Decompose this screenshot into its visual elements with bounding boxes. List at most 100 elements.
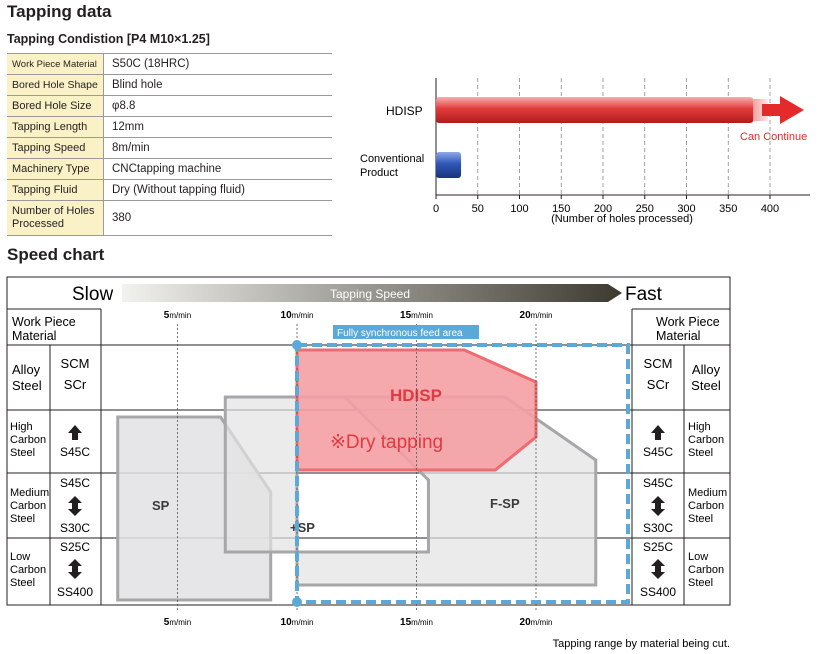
condition-value: CNCtapping machine [103,158,332,180]
fast-label: Fast [625,284,663,305]
tick-label: 200 [594,203,612,215]
region-plus-sp [223,395,299,554]
speed-tick-label: 5m/min [164,617,191,628]
row-group-low-right: Low [688,551,708,563]
arrow-up-icon [68,425,82,440]
row-group-low: Low [10,551,30,563]
region-label-f-sp: F-SP [490,496,520,511]
bar-hdisp [436,97,754,123]
category-label-conventional-line2: Product [360,167,398,179]
tick-number: 10 [281,617,293,628]
condition-label: Tapping Speed [7,137,104,159]
footnote: Tapping range by material being cut. [553,638,730,650]
category-label-conventional: Conventional [360,153,424,165]
condition-label: Bored Hole Shape [7,74,104,96]
condition-value: 380 [103,200,332,236]
tick-number: 20 [520,310,532,321]
tick-unit: m/min [411,311,433,320]
row-grade-right: S30C [643,521,673,535]
row-group-high: High [10,421,33,433]
work-piece-header-right-2: Material [656,329,700,343]
tick-label: 250 [636,203,654,215]
speed-tick-label: 15m/min [400,617,433,628]
tapping-speed-label: Tapping Speed [330,287,410,301]
region-label-plus-sp: +SP [290,520,315,535]
region-label-sp: SP [152,498,170,513]
speed-tick-label: 20m/min [520,617,553,628]
condition-title: Tapping Condistion [P4 M10×1.25] [7,32,210,46]
arrow-up-down-icon [651,559,665,579]
chart-frame [6,276,731,606]
tick-label: 300 [677,203,695,215]
row-grade: S45C [60,476,90,490]
sync-label: Fully synchronous feed area [337,328,463,339]
tick-label: 0 [433,203,439,215]
condition-value: 8m/min [103,137,332,159]
tick-label: 350 [719,203,737,215]
tick-unit: m/min [411,618,433,627]
slow-label: Slow [72,284,113,305]
row-group-alloy-right: Alloy [692,362,721,377]
speed-tick-label: 5m/min [164,310,191,321]
row-grade: SCM [61,356,90,371]
row-grade-right: SCM [644,356,673,371]
tick-number: 20 [520,617,532,628]
row-grade: SS400 [57,585,93,599]
condition-label: Number of Holes Processed [7,200,104,236]
row-grade-right: SS400 [640,585,676,599]
condition-value: S50C (18HRC) [103,53,332,75]
row-group-alloy: Alloy [12,362,41,377]
work-piece-header-left: Work Piece [12,315,76,329]
page-title: Tapping data [7,2,112,21]
region-note-dry-tapping: ※Dry tapping [330,432,443,453]
tick-label: 50 [472,203,484,215]
row-group-medium-right-3: Steel [688,513,713,525]
arrow-up-down-icon [68,559,82,579]
tapping-speed-arrow [122,284,622,302]
row-grade: SCr [64,377,87,392]
row-grade-right: S25C [643,540,673,554]
row-group-high-right: High [688,421,711,433]
condition-value: φ8.8 [103,95,332,117]
row-group-medium: Medium [10,487,49,499]
category-label-hdisp: HDISP [386,104,423,118]
row-group-high-3: Steel [10,447,35,459]
row-grade: S30C [60,521,90,535]
speed-tick-label: 20m/min [520,310,553,321]
arrow-up-down-icon [68,496,82,516]
row-group-medium-2: Carbon [10,500,46,512]
tick-unit: m/min [169,311,191,320]
tick-label: 100 [510,203,528,215]
row-group-high-right-2: Carbon [688,434,724,446]
arrow-up-icon [651,425,665,440]
condition-value: 12mm [103,116,332,138]
condition-value: Blind hole [103,74,332,96]
row-group-medium-right-2: Carbon [688,500,724,512]
speed-tick-label: 10m/min [281,310,314,321]
tick-unit: m/min [531,618,553,627]
row-grade: S25C [60,540,90,554]
row-grade: S45C [60,445,90,459]
condition-label: Tapping Length [7,116,104,138]
row-group-high-2: Carbon [10,434,46,446]
tick-label: 150 [552,203,570,215]
region-label-hdisp: HDISP [390,386,442,405]
sync-label-bg [332,325,479,339]
row-group-low-right-2: Carbon [688,564,724,576]
sync-area-border [294,343,630,604]
row-group-high-right-3: Steel [688,447,713,459]
condition-label: Bored Hole Size [7,95,104,117]
sync-marker-bottom [291,597,302,607]
tick-number: 15 [400,310,412,321]
row-group-medium-3: Steel [10,513,35,525]
work-piece-header-left-2: Material [12,329,56,343]
condition-label: Work Piece Material [7,53,104,75]
